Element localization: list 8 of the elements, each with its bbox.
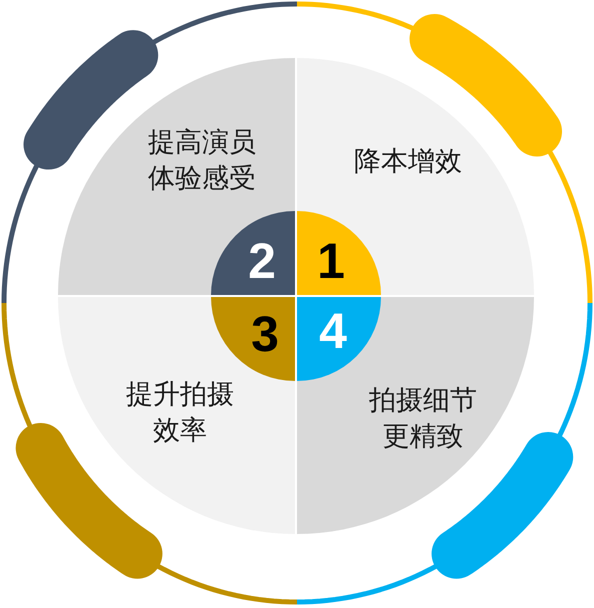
step-number: 1 (317, 236, 345, 286)
sector-text: 降本增效 (353, 145, 463, 179)
step-number: 2 (248, 236, 276, 286)
step-number: 3 (251, 309, 279, 359)
sector-text: 拍摄细节更精致 (368, 384, 478, 454)
sector-text: 提升拍摄效率 (125, 378, 235, 448)
sector-text: 提高演员体验感受 (147, 126, 257, 196)
step-number: 4 (319, 306, 347, 356)
